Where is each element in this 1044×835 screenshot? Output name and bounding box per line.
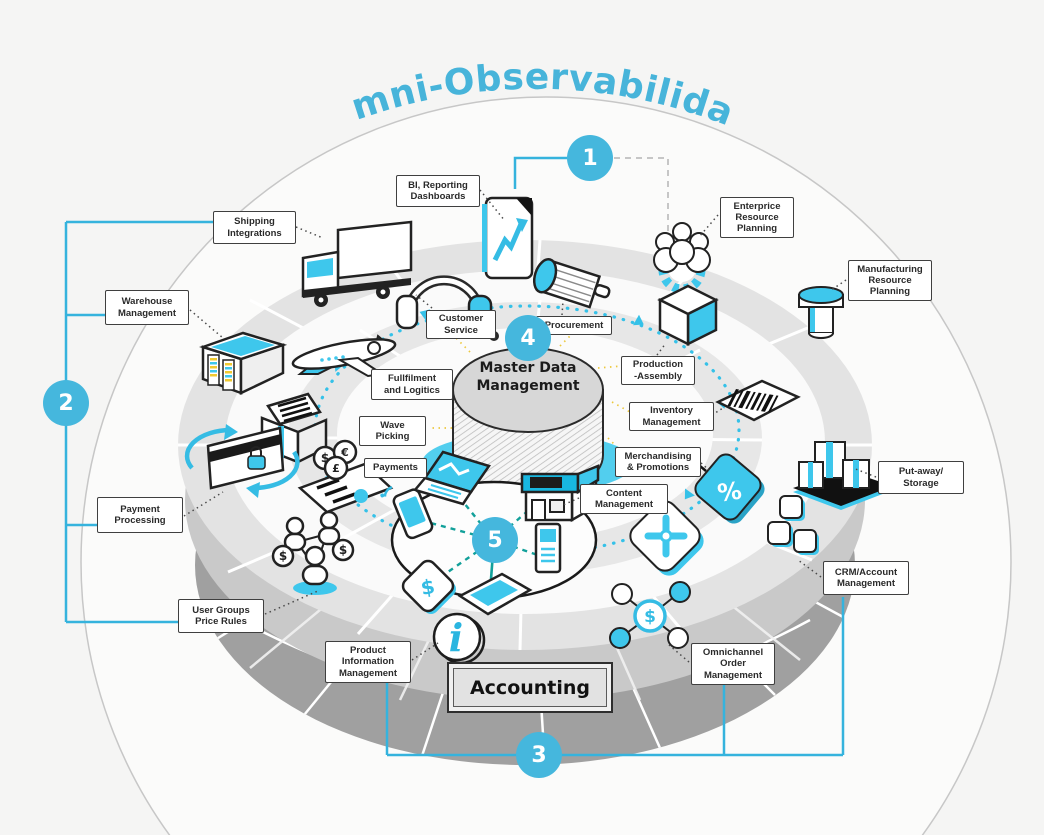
svg-text:$: $ (339, 543, 347, 557)
label-content-management: Content Management (580, 484, 668, 514)
label-wave-picking: Wave Picking (359, 416, 426, 446)
procurement-bucket-icon (532, 258, 611, 309)
label-production-assembly: Production -Assembly (621, 356, 695, 385)
svg-text:€: € (340, 446, 349, 459)
marker-1: 1 (567, 135, 613, 181)
label-put-away-storage: Put-away/ Storage (878, 461, 964, 494)
user-groups-icon: $ $ (271, 510, 355, 595)
master-data-cylinder (422, 347, 634, 498)
pallet-boxes-icon (793, 441, 893, 510)
payment-card-icon (184, 424, 300, 498)
truck-icon (301, 220, 413, 307)
svg-text:$: $ (419, 574, 437, 600)
label-warehouse-management: Warehouse Management (105, 290, 189, 325)
kiosk-icon (534, 522, 562, 574)
marker-2: 2 (43, 380, 89, 426)
label-bi-reporting-dashboards: BI, Reporting Dashboards (396, 175, 480, 207)
accounting-box: Accounting (447, 662, 613, 713)
label-manufacturing-resource-planning: Manufacturing Resource Planning (848, 260, 932, 301)
master-data-management-label: Master Data Management (476, 360, 580, 394)
dotted-connectors (183, 189, 877, 663)
accounting-label: Accounting (453, 668, 607, 707)
label-customer-service: Customer Service (426, 310, 496, 339)
laptop-icon (412, 450, 492, 506)
marker-4: 4 (505, 315, 551, 361)
crm-squares-icon (767, 495, 819, 555)
phone-icon (380, 486, 434, 540)
label-crm-account-management: CRM/Account Management (823, 561, 909, 595)
label-omnichannel-order-management: Omnichannel Order Management (691, 643, 775, 685)
label-product-information-management: Product Information Management (325, 641, 411, 683)
label-shipping-integrations: Shipping Integrations (213, 211, 296, 244)
warehouse-icon (199, 331, 288, 395)
network-dollar-icon: $ (609, 581, 691, 649)
marker-3: 3 (516, 732, 562, 778)
svg-text:i: i (449, 615, 463, 660)
label-inventory-management: Inventory Management (629, 402, 714, 431)
info-icon: i (432, 612, 486, 665)
dollar-tablet-icon: $ (401, 559, 456, 614)
label-enterprise-resource-planning: Enterprice Resource Planning (720, 197, 794, 238)
pipe-icon (798, 286, 844, 339)
bi-document-icon (482, 196, 534, 280)
label-merchandising-promotions: Merchandising & Promotions (615, 447, 701, 477)
svg-text:$: $ (321, 451, 329, 465)
erp-people-gear-icon (653, 222, 711, 294)
tablet-icon (457, 572, 533, 616)
svg-text:$: $ (279, 549, 287, 563)
label-payments: Payments (364, 458, 427, 478)
wrench-tile-icon (629, 500, 704, 576)
percent-tag-icon: % (691, 453, 765, 524)
label-user-groups-price-rules: User Groups Price Rules (178, 599, 264, 633)
label-payment-processing: Payment Processing (97, 497, 183, 533)
svg-text:£: £ (332, 462, 340, 475)
marker-5: 5 (472, 517, 518, 563)
svg-text:$: $ (644, 607, 656, 627)
svg-text:%: % (716, 476, 744, 507)
dashed-guide-line (614, 157, 669, 232)
barcode-tile-icon (715, 379, 801, 422)
label-fulfilment-logistics: Fullfilment and Logitics (371, 369, 453, 400)
production-cube-icon (657, 284, 719, 347)
